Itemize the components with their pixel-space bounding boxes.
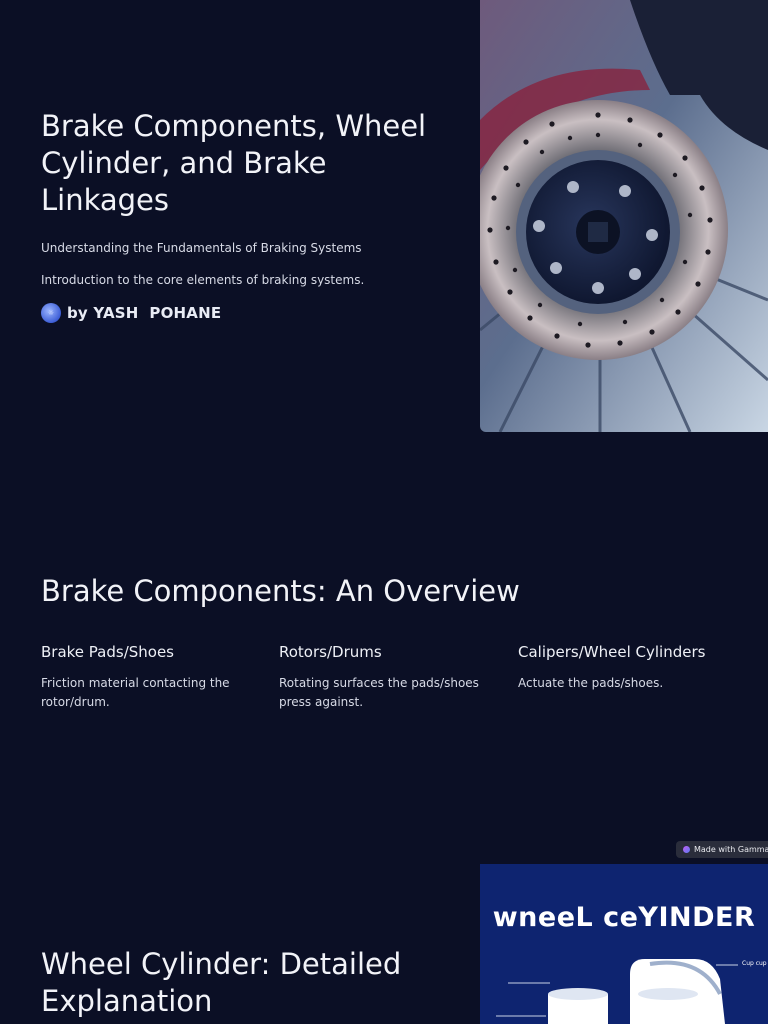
author-avatar: ☼	[41, 303, 61, 323]
column-heading: Calipers/Wheel Cylinders	[518, 643, 706, 661]
wheel-cylinder-illustration	[496, 959, 738, 1024]
column-heading: Brake Pads/Shoes	[41, 643, 175, 661]
author-name: by YASH POHANE	[67, 304, 222, 322]
gamma-logo-icon	[683, 846, 690, 853]
wheel-cylinder-diagram: wneeL ceYINDER Cup cup	[480, 864, 768, 1024]
column-text: Rotating surfaces the pads/shoes press a…	[279, 676, 479, 709]
slide3-title: Wheel Cylinder: Detailed Explanation	[41, 947, 402, 1018]
slide1-intro: Introduction to the core elements of bra…	[41, 273, 365, 287]
slide1-title: Brake Components, Wheel Cylinder, and Br…	[41, 109, 427, 217]
overview-column-pads: Brake Pads/Shoes Friction material conta…	[41, 643, 241, 712]
brake-disc-illustration	[480, 0, 768, 432]
badge-label: Made with Gamma	[694, 845, 768, 854]
column-heading: Rotors/Drums	[279, 643, 382, 661]
column-text: Friction material contacting the rotor/d…	[41, 676, 230, 709]
diagram-callout-label: Cup cup	[742, 960, 767, 967]
slide1-subtitle: Understanding the Fundamentals of Brakin…	[41, 241, 362, 255]
slide2-title: Brake Components: An Overview	[41, 574, 520, 608]
overview-column-rotors: Rotors/Drums Rotating surfaces the pads/…	[279, 643, 479, 712]
diagram-title: wneeL ceYINDER	[492, 902, 756, 933]
brake-disc-photo	[480, 0, 768, 432]
made-with-gamma-badge[interactable]: Made with Gamma	[676, 841, 768, 858]
overview-column-calipers: Calipers/Wheel Cylinders Actuate the pad…	[518, 643, 718, 693]
column-text: Actuate the pads/shoes.	[518, 676, 664, 690]
author-byline: ☼ by YASH POHANE	[41, 303, 221, 323]
